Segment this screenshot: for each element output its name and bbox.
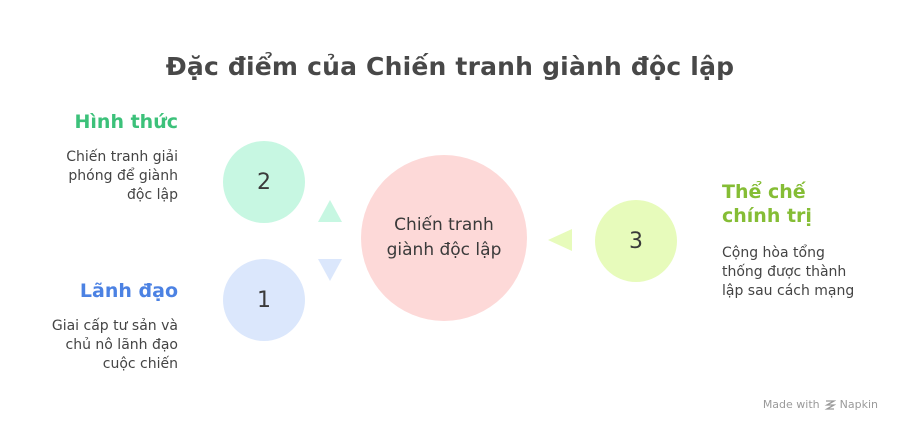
center-label: Chiến tranh giành độc lập xyxy=(386,215,502,260)
diagram-title: Đặc điểm của Chiến tranh giành độc lập xyxy=(165,52,735,81)
napkin-watermark: Made with Napkin xyxy=(763,398,878,411)
description-line: chủ nô lãnh đạo xyxy=(65,337,178,353)
arrow-up-icon xyxy=(318,200,342,222)
arrow-left-icon xyxy=(548,229,572,251)
description-hinh-thuc: Chiến tranh giải phóng để giành độc lập xyxy=(30,148,178,205)
description-lanh-dao: Giai cấp tư sản và chủ nô lãnh đạo cuộc … xyxy=(20,317,178,374)
description-line: lập sau cách mạng xyxy=(722,283,855,299)
description-line: thống được thành xyxy=(722,264,847,280)
circle-2: 2 xyxy=(223,141,305,223)
heading-the-che-chinh-tri: Thể chế chính trị xyxy=(722,180,872,228)
description-line: Giai cấp tư sản và xyxy=(51,318,178,334)
description-line: phóng để giành xyxy=(68,168,178,184)
description-line: độc lập xyxy=(127,187,178,203)
arrow-down-icon xyxy=(318,259,342,281)
description-line: Chiến tranh giải xyxy=(66,149,178,165)
heading-lanh-dao: Lãnh đạo xyxy=(79,280,178,302)
circle-number: 1 xyxy=(257,287,271,313)
description-line: Cộng hòa tổng xyxy=(722,245,825,261)
circle-number: 2 xyxy=(257,169,271,195)
heading-hinh-thuc: Hình thức xyxy=(74,111,178,133)
circle-1: 1 xyxy=(223,259,305,341)
heading-line: Thể chế xyxy=(722,181,806,203)
heading-line: chính trị xyxy=(722,205,812,227)
description-the-che-chinh-tri: Cộng hòa tổng thống được thành lập sau c… xyxy=(722,244,882,301)
made-with-label: Made with xyxy=(762,398,820,411)
circle-3: 3 xyxy=(595,200,677,282)
napkin-brand-label: Napkin xyxy=(839,398,878,411)
napkin-logo-icon xyxy=(824,399,836,410)
circle-number: 3 xyxy=(629,228,643,254)
center-circle: Chiến tranh giành độc lập xyxy=(361,155,527,321)
description-line: cuộc chiến xyxy=(102,356,178,372)
